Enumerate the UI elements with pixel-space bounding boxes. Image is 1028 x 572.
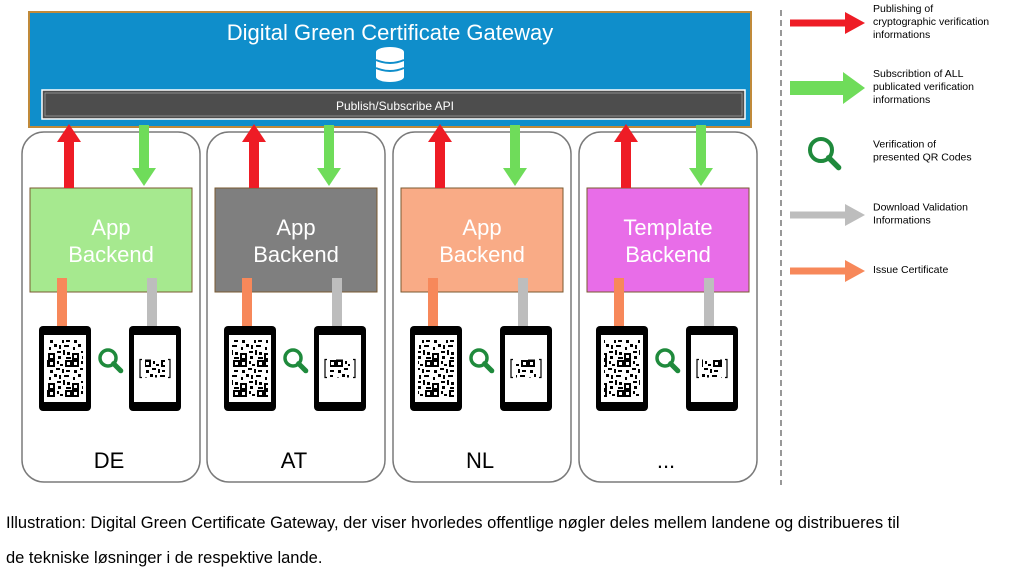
- verifier-phone: [686, 326, 738, 411]
- publish-subscribe-api-bar: [41, 89, 746, 120]
- subscribe-arrow: [132, 125, 156, 186]
- subscribe-arrow: [689, 125, 713, 186]
- backend-label-line-2: Backend: [68, 242, 154, 267]
- backend-box: [214, 187, 378, 293]
- verification-magnifier-icon: [655, 348, 681, 374]
- publish-arrow: [614, 124, 638, 188]
- backend-label-line-2: Backend: [625, 242, 711, 267]
- caption-line-2: de tekniske løsninger i de respektive la…: [6, 549, 323, 567]
- wallet-phone: [410, 326, 462, 411]
- api-label: Publish/Subscribe API: [336, 99, 454, 113]
- legend-item-5: Issue Certificate: [790, 260, 948, 282]
- wallet-phone: [596, 326, 648, 411]
- legend-text-line-2: presented QR Codes: [873, 152, 972, 164]
- red-arrow-icon: [790, 12, 865, 34]
- backend-label-line-2: Backend: [253, 242, 339, 267]
- legend-text-line-2: Informations: [873, 215, 931, 227]
- backend-label-line-1: App: [91, 215, 130, 240]
- country-column-4: TemplateBackend...: [578, 124, 758, 483]
- verification-magnifier-icon: [98, 348, 124, 374]
- backend-label-line-1: App: [276, 215, 315, 240]
- green-arrow-icon: [790, 72, 865, 104]
- database-icon: [375, 47, 405, 82]
- backend-label-line-2: Backend: [439, 242, 525, 267]
- legend-text-line-1: Subscribtion of ALL: [873, 68, 964, 80]
- legend-text-line-3: informations: [873, 29, 930, 41]
- magnifier-icon: [808, 137, 842, 171]
- legend-text-line-1: Issue Certificate: [873, 264, 948, 276]
- backend-label-line-1: Template: [623, 215, 712, 240]
- backend-box: [400, 187, 564, 293]
- country-code: AT: [281, 448, 307, 473]
- country-code: DE: [94, 448, 125, 473]
- verifier-phone: [314, 326, 366, 411]
- country-frame: [392, 131, 572, 483]
- legend-text-line-1: Publishing of: [873, 3, 933, 15]
- country-frame: [206, 131, 386, 483]
- legend-text-line-3: informations: [873, 94, 930, 106]
- country-code: ...: [657, 448, 675, 473]
- verification-magnifier-icon: [283, 348, 309, 374]
- publish-arrow: [57, 124, 81, 188]
- gray-arrow-icon: [790, 204, 865, 226]
- verifier-phone: [129, 326, 181, 411]
- country-code: NL: [466, 448, 494, 473]
- verifier-phone: [500, 326, 552, 411]
- legend-text-line-2: publicated verification: [873, 81, 974, 93]
- backend-label-line-1: App: [462, 215, 501, 240]
- subscribe-arrow: [503, 125, 527, 186]
- gateway-title: Digital Green Certificate Gateway: [227, 20, 553, 45]
- legend-text-line-1: Download Validation: [873, 202, 968, 214]
- wallet-phone: [224, 326, 276, 411]
- gateway-architecture-diagram: Digital Green Certificate Gateway Publis…: [21, 3, 989, 485]
- caption-line-1: Illustration: Digital Green Certificate …: [6, 514, 900, 532]
- country-frame: [578, 131, 758, 483]
- legend-text-line-2: cryptographic verification: [873, 16, 989, 28]
- backend-box: [29, 187, 193, 293]
- wallet-phone: [39, 326, 91, 411]
- orange-arrow-icon: [790, 260, 865, 282]
- subscribe-arrow: [317, 125, 341, 186]
- verification-magnifier-icon: [469, 348, 495, 374]
- publish-arrow: [428, 124, 452, 188]
- legend-text-line-1: Verification of: [873, 139, 936, 151]
- country-frame: [21, 131, 201, 483]
- publish-arrow: [242, 124, 266, 188]
- backend-box: [586, 187, 750, 293]
